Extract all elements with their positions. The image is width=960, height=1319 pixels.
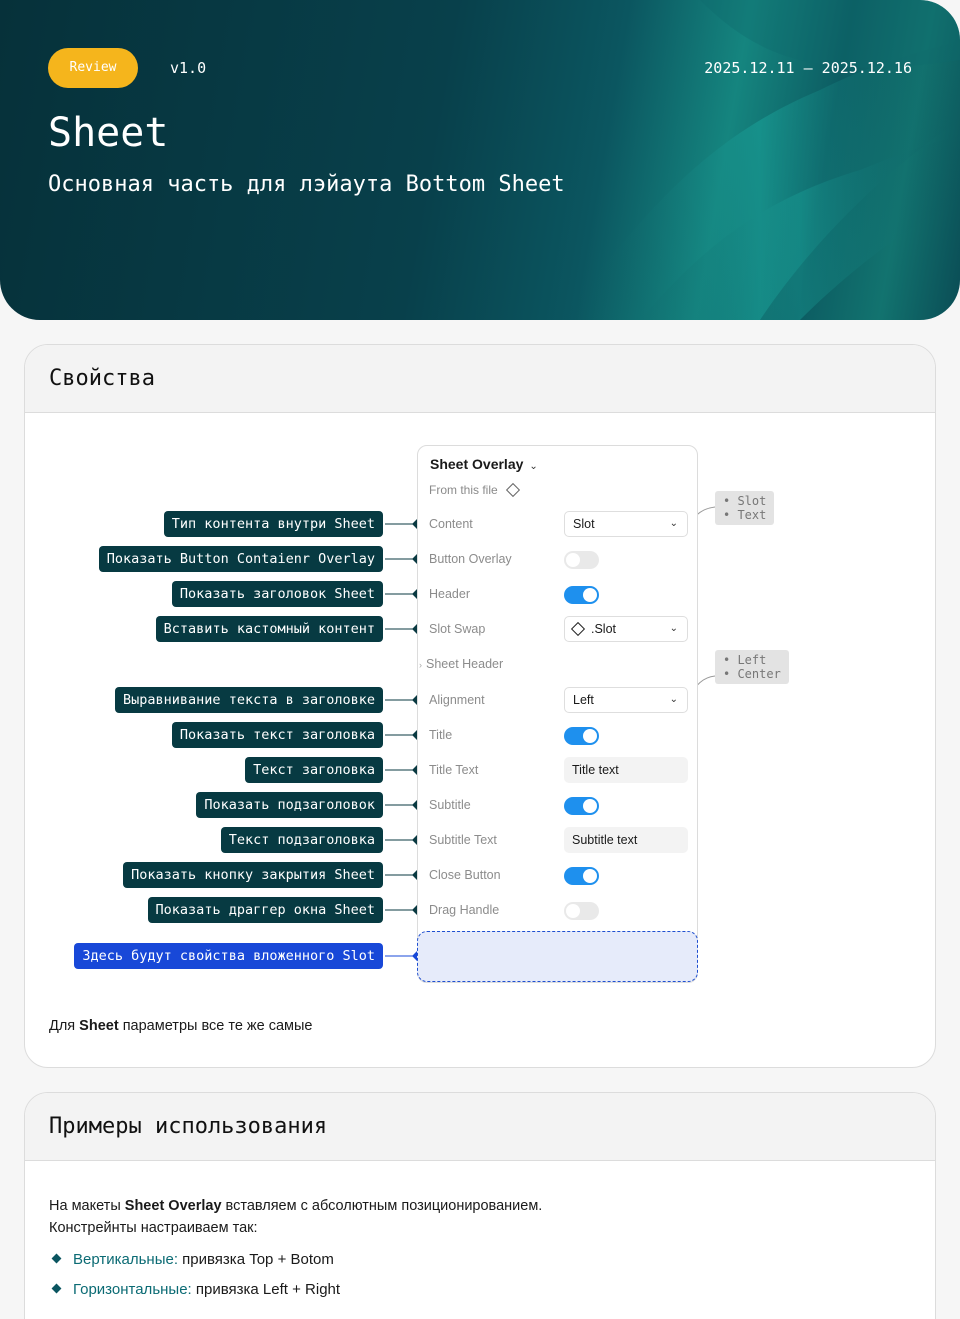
note-option: • Center [723,667,781,681]
button-overlay-toggle[interactable] [564,551,599,569]
slot-swap-value: .Slot [591,622,617,636]
usage-card: Примеры использования На макеты Sheet Ov… [24,1092,936,1319]
list-item: Вертикальные: привязка Top + Botom [51,1251,334,1268]
nested-slot-placeholder [417,931,698,982]
tag-alignment: Выравнивание текста в заголовке [115,687,383,713]
chevron-down-icon: ⌄ [529,461,538,472]
content-select-value: Slot [573,517,595,531]
usage-line-1-suffix: вставляем с абсолютным позиционированием… [221,1198,543,1214]
tag-slot-swap: Вставить кастомный контент [155,616,383,642]
usage-heading: Примеры использования [49,1114,328,1139]
note-option: • Left [723,653,767,667]
footnote-prefix: Для [49,1018,80,1034]
note-alignment-options: • Left • Center [715,650,789,684]
toggle-knob [566,553,580,567]
usage-card-header: Примеры использования [25,1093,935,1161]
component-icon [505,482,520,498]
button-overlay-label: Button Overlay [429,552,512,566]
tag-drag-handle: Показать драггер окна Sheet [147,897,383,923]
sheet-header-group[interactable]: › Sheet Header [419,657,503,671]
tag-title: Показать текст заголовка [171,722,383,748]
tag-content-type: Тип контента внутри Sheet [163,511,383,537]
title-label: Title [429,728,453,742]
toggle-knob [583,799,597,813]
tag-nested-slot: Здесь будут свойства вложенного Slot [74,943,383,969]
page-title: Sheet [48,110,169,156]
date-range: 2025.12.11 – 2025.12.16 [704,59,912,77]
content-label: Content [429,517,473,531]
drag-handle-toggle[interactable] [564,902,599,920]
hero-wave-graphic [560,0,960,320]
tag-button-overlay: Показать Button Contaienr Overlay [98,546,383,572]
toggle-knob [583,729,597,743]
tag-subtitle: Показать подзаголовок [196,792,383,818]
properties-card: Свойства Тип контента внутри Sheet Показ… [24,344,936,1068]
usage-line-2: Констрейнты настраиваем так: [49,1220,258,1236]
title-text-input[interactable]: Title text [564,757,688,783]
usage-line-1: На макеты Sheet Overlay вставляем с абсо… [49,1195,542,1217]
properties-heading: Свойства [49,366,155,391]
tag-title-text: Текст заголовка [245,757,383,783]
footnote-bold: Sheet [79,1018,119,1034]
header-label: Header [429,587,470,601]
bullet-key: Вертикальные: [73,1251,178,1268]
chevron-down-icon: ⌄ [669,694,678,705]
diamond-bullet-icon [51,1283,62,1294]
bullet-value: привязка Top + Botom [178,1251,334,1268]
tag-header: Показать заголовок Sheet [171,581,383,607]
list-item: Горизонтальные: привязка Left + Right [51,1281,341,1298]
chevron-down-icon: ⌄ [669,518,678,529]
toggle-knob [583,869,597,883]
note-option: • Text [723,508,767,522]
content-select[interactable]: Slot ⌄ [564,511,688,537]
title-text-label: Title Text [429,763,479,777]
usage-description: На макеты Sheet Overlay вставляем с абсо… [49,1195,542,1239]
bullet-value: привязка Left + Right [191,1281,341,1298]
status-badge: Review [48,48,138,88]
hero-banner: Review v1.0 2025.12.11 – 2025.12.16 Shee… [0,0,960,320]
slot-swap-label: Slot Swap [429,622,486,636]
close-button-label: Close Button [429,868,501,882]
alignment-select[interactable]: Left ⌄ [564,687,688,713]
component-instance-icon [570,621,586,637]
from-this-file-label: From this file [429,483,498,497]
page-subtitle: Основная часть для лэйаута Bottom Sheet [48,172,565,197]
slot-swap-select[interactable]: .Slot ⌄ [564,616,688,642]
footnote-suffix: параметры все те же самые [118,1018,313,1034]
alignment-value: Left [573,693,594,707]
subtitle-toggle[interactable] [564,797,599,815]
title-toggle[interactable] [564,727,599,745]
header-toggle[interactable] [564,586,599,604]
note-option: • Slot [723,494,767,508]
drag-handle-label: Drag Handle [429,903,500,917]
chevron-down-icon: ⌄ [669,623,678,634]
alignment-label: Alignment [429,693,485,707]
close-button-toggle[interactable] [564,867,599,885]
tag-close-button: Показать кнопку закрытия Sheet [123,862,383,888]
from-this-file: From this file [429,482,520,498]
subtitle-text-input[interactable]: Subtitle text [564,827,688,853]
chevron-right-icon: › [419,660,422,670]
diamond-bullet-icon [51,1253,62,1264]
properties-card-header: Свойства [25,345,935,413]
toggle-knob [583,588,597,602]
panel-title-text: Sheet Overlay [430,456,524,472]
properties-panel: Sheet Overlay ⌄ From this file Content Sl… [417,445,698,983]
subtitle-label: Subtitle [429,798,471,812]
note-content-options: • Slot • Text [715,491,775,525]
toggle-knob [566,904,580,918]
tag-subtitle-text: Текст подзаголовка [220,827,383,853]
usage-line-1-prefix: На макеты [49,1198,125,1214]
version-label: v1.0 [170,59,207,77]
panel-title[interactable]: Sheet Overlay ⌄ [430,456,538,472]
properties-footnote: Для Sheet параметры все те же самые [49,1018,312,1034]
subtitle-text-label: Subtitle Text [429,833,497,847]
bullet-key: Горизонтальные: [73,1281,192,1298]
sheet-header-label: Sheet Header [426,657,504,671]
usage-line-1-bold: Sheet Overlay [124,1198,222,1214]
